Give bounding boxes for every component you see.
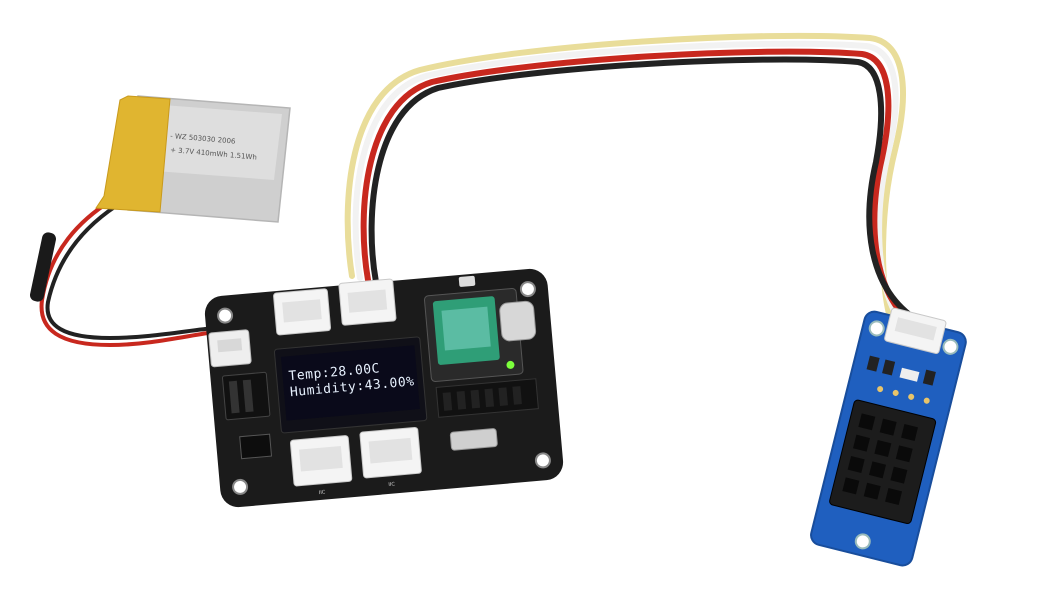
heat-shrink [29, 232, 57, 302]
silk-iic-right: IIC [388, 481, 395, 488]
status-led [506, 360, 515, 369]
pin-header [435, 378, 539, 418]
battery-lead-red [39, 198, 217, 348]
sensor-mount-hole [942, 338, 959, 355]
lipo-battery: - WZ 503030 2006 + 3.7V 410mWh 1.51Wh [95, 95, 291, 223]
user-button [449, 428, 498, 451]
battery-tape [95, 95, 171, 213]
oled-screen [280, 345, 420, 421]
chip [239, 433, 273, 460]
mount-hole [232, 478, 249, 495]
silk-iic-left: IIC [319, 489, 326, 496]
mount-hole [217, 307, 234, 324]
expansion-board: Temp:28.00C Humidity:43.00% [204, 268, 564, 508]
mount-hole [534, 452, 551, 469]
battery-leads [29, 198, 217, 348]
sensor-components [866, 355, 936, 404]
dht-grille [842, 413, 919, 505]
battery-lead-black [45, 204, 217, 341]
wire-white [352, 40, 901, 321]
sensor-mount-hole [868, 320, 885, 337]
sensor-mount-hole [854, 533, 871, 550]
sensor-module [810, 307, 967, 567]
mount-hole [519, 281, 536, 298]
wire-black [368, 56, 917, 321]
wire-red [360, 48, 909, 321]
wire-yellow [344, 32, 906, 321]
reset-button [458, 275, 476, 287]
grove-cable [344, 32, 917, 321]
usb-c-port [499, 300, 537, 342]
battery-highlight [142, 104, 282, 180]
